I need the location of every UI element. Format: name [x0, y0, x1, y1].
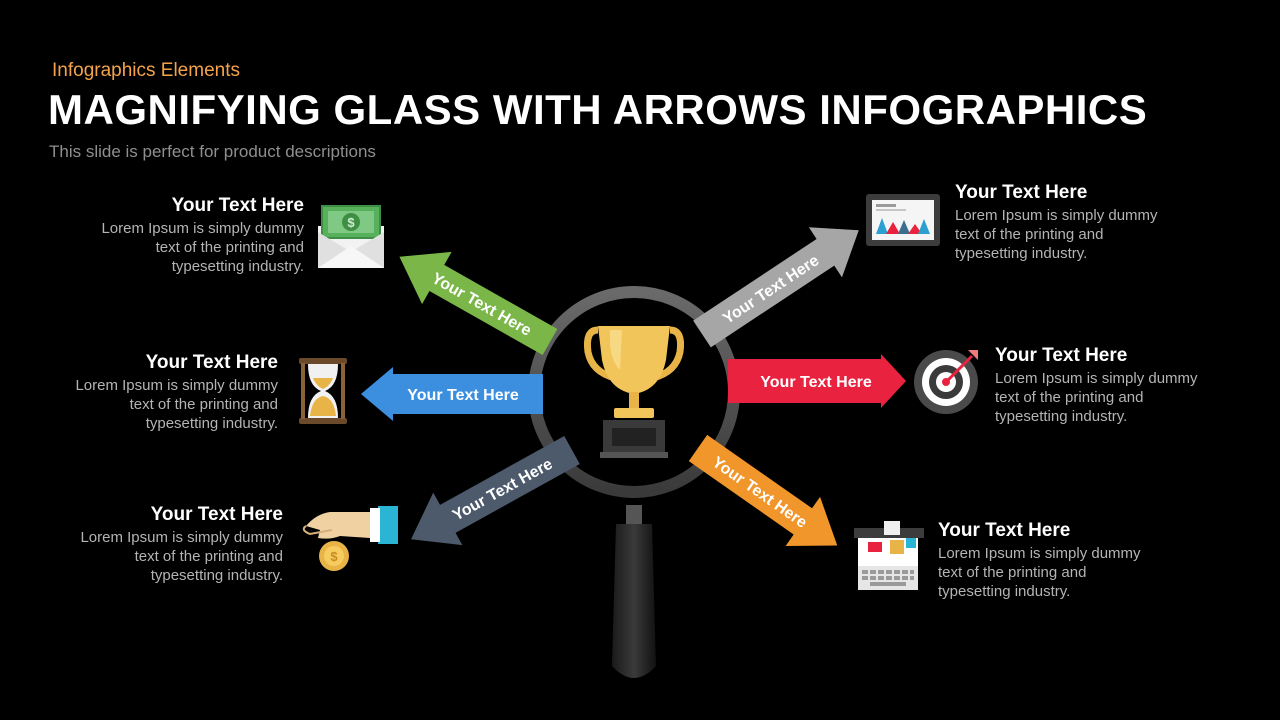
item-1-line-1: Lorem Ipsum is simply dummy — [101, 220, 304, 237]
arrow-label-gray: Your Text Here — [720, 252, 822, 328]
item-3-line-3: typesetting industry. — [150, 567, 283, 584]
item-5-line-3: typesetting industry. — [995, 408, 1128, 425]
arrow-label-slate: Your Text Here — [450, 456, 556, 525]
trophy-icon — [584, 326, 684, 458]
arrow-label-orange: Your Text Here — [709, 454, 810, 532]
magnifier-handle — [612, 505, 656, 678]
item-3-heading: Your Text Here — [150, 504, 283, 525]
item-3-line-1: Lorem Ipsum is simply dummy — [80, 529, 283, 546]
svg-text:$: $ — [330, 549, 338, 564]
arrow-slate: Your Text Here — [411, 436, 580, 546]
hourglass-icon — [299, 358, 347, 424]
item-4-block: Your Text Here Lorem Ipsum is simply dum… — [955, 182, 1215, 263]
item-3-text: Lorem Ipsum is simply dummy text of the … — [23, 528, 283, 585]
item-1-block: Your Text Here Lorem Ipsum is simply dum… — [44, 195, 304, 276]
svg-text:$: $ — [347, 215, 355, 230]
item-5-text: Lorem Ipsum is simply dummy text of the … — [995, 369, 1255, 426]
item-4-line-3: typesetting industry. — [955, 245, 1088, 262]
item-2-line-3: typesetting industry. — [145, 415, 278, 432]
item-2-line-2: text of the printing and — [129, 396, 278, 413]
subtitle: This slide is perfect for product descri… — [49, 142, 376, 161]
item-6-line-2: text of the printing and — [938, 564, 1087, 581]
kicker: Infographics Elements — [52, 60, 240, 81]
arrow-orange: Your Text Here — [688, 434, 838, 546]
arrow-label-green: Your Text Here — [429, 270, 534, 340]
arrow-label-blue: Your Text Here — [407, 387, 519, 404]
arrow-gray: Your Text Here — [693, 227, 859, 348]
item-1-heading: Your Text Here — [171, 195, 304, 216]
page-title: MAGNIFYING GLASS WITH ARROWS INFOGRAPHIC… — [48, 86, 1148, 133]
item-4-line-1: Lorem Ipsum is simply dummy — [955, 207, 1158, 224]
item-1-line-3: typesetting industry. — [171, 258, 304, 275]
item-2-block: Your Text Here Lorem Ipsum is simply dum… — [18, 352, 278, 433]
item-6-line-3: typesetting industry. — [938, 583, 1071, 600]
item-2-heading: Your Text Here — [145, 352, 278, 373]
item-6-heading: Your Text Here — [938, 520, 1071, 541]
item-6-text: Lorem Ipsum is simply dummy text of the … — [938, 544, 1198, 601]
hand-coin-icon: $ — [302, 506, 398, 571]
item-5-block: Your Text Here Lorem Ipsum is simply dum… — [995, 345, 1255, 426]
item-2-text: Lorem Ipsum is simply dummy text of the … — [18, 376, 278, 433]
item-1-text: Lorem Ipsum is simply dummy text of the … — [44, 219, 304, 276]
target-icon — [914, 350, 978, 414]
arrow-green: Your Text Here — [399, 251, 558, 356]
item-5-line-2: text of the printing and — [995, 389, 1144, 406]
arrow-blue: Your Text Here — [361, 367, 543, 421]
laptop-icon — [854, 521, 924, 590]
item-4-text: Lorem Ipsum is simply dummy text of the … — [955, 206, 1215, 263]
item-1-line-2: text of the printing and — [155, 239, 304, 256]
item-5-line-1: Lorem Ipsum is simply dummy — [995, 370, 1198, 387]
item-6-line-1: Lorem Ipsum is simply dummy — [938, 545, 1141, 562]
arrow-label-red: Your Text Here — [760, 374, 872, 391]
item-4-heading: Your Text Here — [955, 182, 1088, 203]
arrow-red: Your Text Here — [728, 354, 906, 408]
money-envelope-icon: $ — [318, 205, 384, 268]
item-3-line-2: text of the printing and — [134, 548, 283, 565]
item-2-line-1: Lorem Ipsum is simply dummy — [75, 377, 278, 394]
item-6-block: Your Text Here Lorem Ipsum is simply dum… — [938, 520, 1198, 601]
item-4-line-2: text of the printing and — [955, 226, 1104, 243]
item-3-block: Your Text Here Lorem Ipsum is simply dum… — [23, 504, 283, 585]
item-5-heading: Your Text Here — [995, 345, 1128, 366]
chart-screen-icon — [866, 194, 940, 246]
